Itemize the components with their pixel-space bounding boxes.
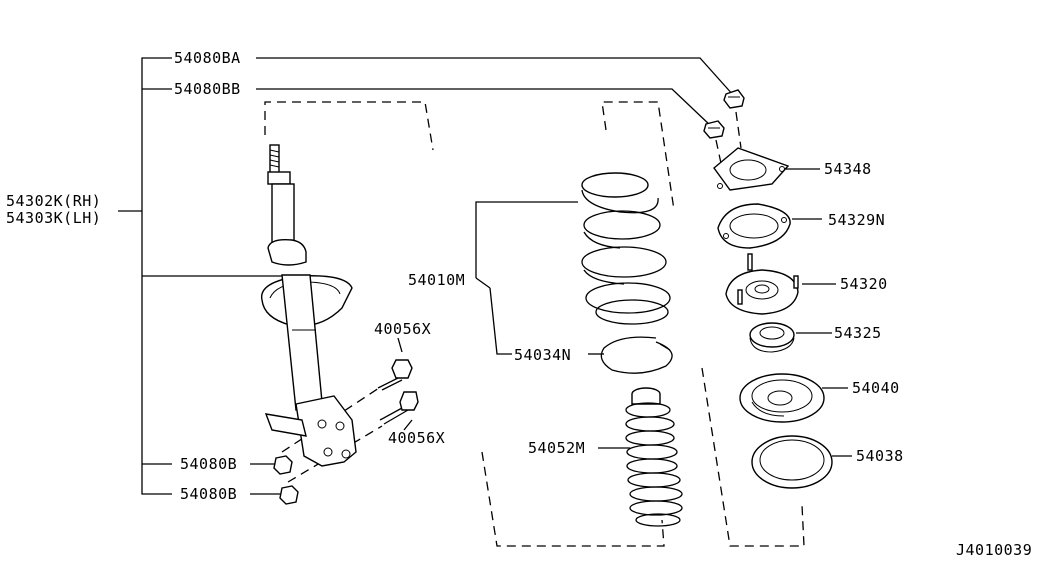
bound-bumper: [625, 387, 683, 527]
assembly-dashed-lines: [264, 101, 805, 547]
bolt-40056x-lower: [379, 391, 419, 425]
label-54325: 54325: [834, 324, 882, 342]
label-54080ba: 54080BA: [174, 49, 241, 67]
spring-rubber-seat: [600, 336, 673, 374]
nut-54080b-lower: [279, 485, 299, 505]
label-54038: 54038: [856, 447, 904, 465]
label-54034n: 54034N: [514, 346, 571, 364]
label-54080b-upper: 54080B: [180, 455, 237, 473]
coil-spring: [581, 172, 671, 325]
strut-mount: [725, 253, 799, 315]
nut-54080bb: [703, 120, 725, 139]
label-54303k-lh: 54303K(LH): [6, 209, 101, 227]
upper-rubber-seat: [751, 435, 833, 489]
label-54080b-lower: 54080B: [180, 485, 237, 503]
label-54302k-rh: 54302K(RH): [6, 192, 101, 210]
label-54320: 54320: [840, 275, 888, 293]
label-40056x-upper: 40056X: [374, 320, 431, 338]
strut-assembly: [261, 144, 357, 467]
label-54329n: 54329N: [828, 211, 885, 229]
label-54010m: 54010M: [408, 271, 465, 289]
label-54348: 54348: [824, 160, 872, 178]
part-labels: 54080BA 54080BB 54302K(RH) 54303K(LH) 54…: [6, 49, 1032, 559]
label-54052m: 54052M: [528, 439, 585, 457]
drawing-id: J4010039: [956, 541, 1032, 559]
strut-bearing: [749, 322, 795, 353]
label-40056x-lower: 40056X: [388, 429, 445, 447]
mount-insulator: [717, 203, 791, 249]
mount-plate: [713, 147, 790, 191]
label-54040: 54040: [852, 379, 900, 397]
nut-54080b-upper: [273, 455, 293, 475]
nut-54080ba: [723, 89, 745, 109]
upper-spring-seat: [739, 373, 825, 423]
label-54080bb: 54080BB: [174, 80, 241, 98]
bolt-40056x-upper: [377, 359, 413, 391]
leader-lines: [118, 57, 852, 495]
